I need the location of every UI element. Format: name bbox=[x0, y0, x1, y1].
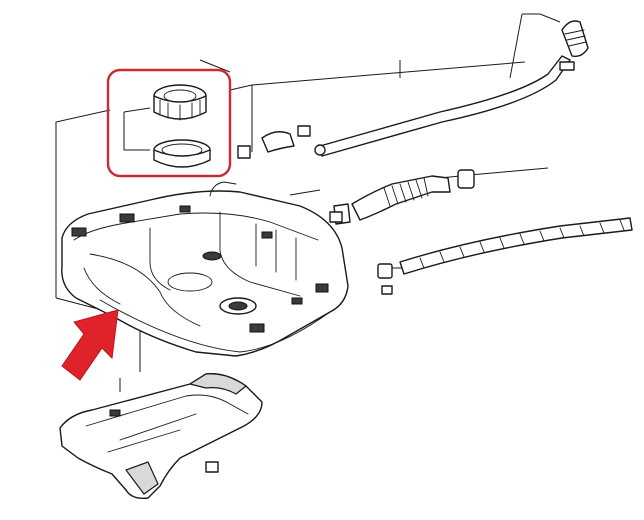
red-arrow-icon bbox=[61, 309, 119, 381]
filler-hose bbox=[333, 169, 475, 225]
fuel-pump-seal-gasket bbox=[153, 139, 211, 168]
hose-clamps bbox=[205, 211, 393, 473]
vent-hose bbox=[377, 217, 633, 279]
fuel-pump-lock-ring bbox=[153, 84, 207, 121]
filler-neck-pipe bbox=[237, 20, 589, 159]
highlight-box bbox=[106, 68, 232, 178]
heat-shield bbox=[59, 373, 263, 500]
fuel-tank bbox=[61, 181, 349, 357]
